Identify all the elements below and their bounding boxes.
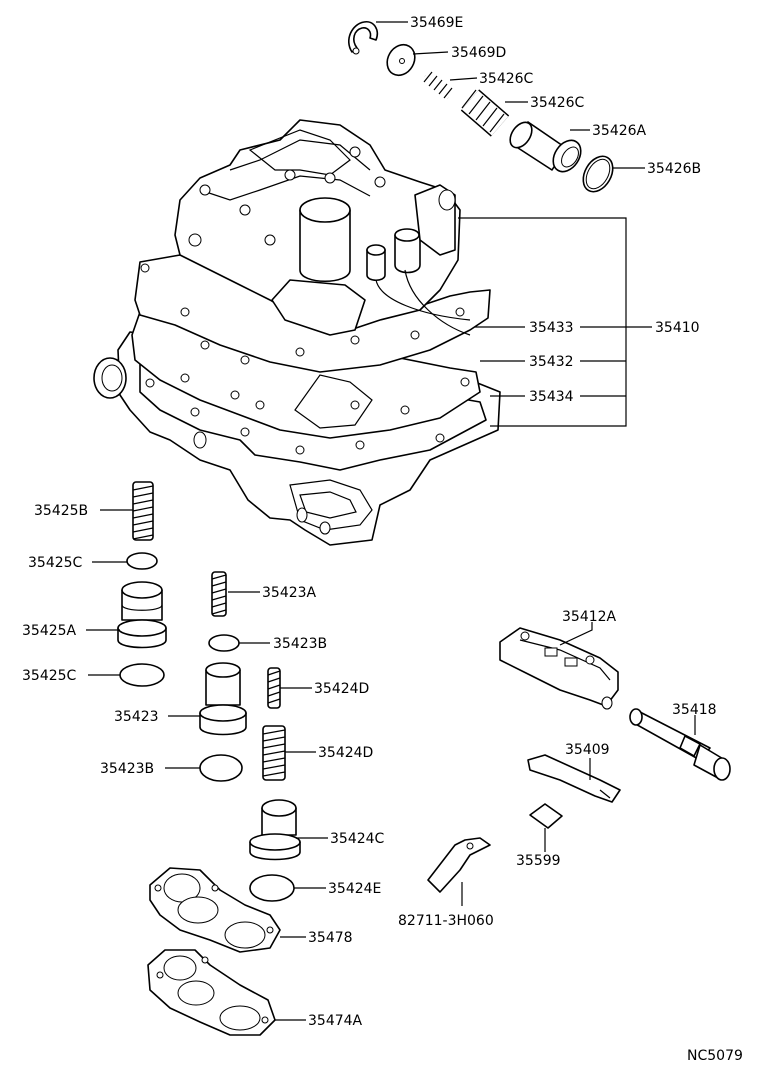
callout-35469E: 35469E <box>410 15 463 31</box>
callout-35599: 35599 <box>516 853 561 869</box>
callout-35410: 35410 <box>655 320 700 336</box>
callout-35434: 35434 <box>529 389 574 405</box>
piston-35423[interactable] <box>199 662 247 736</box>
retainer-plate-35469D[interactable] <box>382 40 421 81</box>
callout-35412A: 35412A <box>562 609 617 625</box>
spring-plate-35409[interactable] <box>527 754 621 803</box>
callout-35423B-upper: 35423B <box>273 636 327 652</box>
spring-35423A[interactable] <box>211 571 227 617</box>
callout-35425C-lower: 35425C <box>22 668 77 684</box>
o-ring-35423B-upper[interactable] <box>208 634 240 652</box>
cover-35474A[interactable] <box>147 949 276 1036</box>
callout-35426A: 35426A <box>592 123 647 139</box>
o-ring-35425C-lower[interactable] <box>119 663 165 687</box>
callout-35423B-lower: 35423B <box>100 761 154 777</box>
spring-35424D-large[interactable] <box>262 725 286 781</box>
o-ring-35424E[interactable] <box>249 874 295 902</box>
callout-35418: 35418 <box>672 702 717 718</box>
callout-35478: 35478 <box>308 930 353 946</box>
piston-35424C[interactable] <box>249 799 301 861</box>
callout-35433: 35433 <box>529 320 574 336</box>
plate-holes <box>140 263 470 455</box>
callout-35426B: 35426B <box>647 161 701 177</box>
callout-35469D: 35469D <box>451 45 506 61</box>
gasket-35478[interactable] <box>149 867 281 953</box>
callout-35425C-upper: 35425C <box>28 555 83 571</box>
callout-35474A: 35474A <box>308 1013 363 1029</box>
valve-body-assembly-35410[interactable] <box>93 119 501 546</box>
o-ring-35426B[interactable] <box>577 151 619 197</box>
callout-35423: 35423 <box>114 709 159 725</box>
snap-ring-35469E[interactable] <box>348 20 379 55</box>
valve-body-35412A[interactable] <box>499 627 619 710</box>
o-ring-35425C-upper[interactable] <box>126 552 158 570</box>
callout-35424C: 35424C <box>330 831 385 847</box>
leader-lines <box>86 21 696 1021</box>
callout-35424D-small: 35424D <box>314 681 369 697</box>
callout-35425B: 35425B <box>34 503 88 519</box>
spring-35426C-small[interactable] <box>421 71 453 102</box>
clip-35599[interactable] <box>529 803 563 829</box>
callout-35426C-large: 35426C <box>530 95 585 111</box>
callout-35425A: 35425A <box>22 623 77 639</box>
bracket-82711-3H060[interactable] <box>427 837 491 893</box>
callout-35409: 35409 <box>565 742 610 758</box>
o-ring-35423B-lower[interactable] <box>199 754 243 782</box>
valve-35418[interactable] <box>629 708 731 781</box>
accumulator-piston-35426A[interactable] <box>506 118 587 176</box>
callout-35424E: 35424E <box>328 881 381 897</box>
callout-35424D-large: 35424D <box>318 745 373 761</box>
callout-35432: 35432 <box>529 354 574 370</box>
spring-35425B[interactable] <box>132 481 154 541</box>
spring-35426C-large[interactable] <box>460 89 510 137</box>
bracket-35410 <box>458 217 652 427</box>
spring-35424D-small[interactable] <box>267 667 281 709</box>
piston-35425A[interactable] <box>117 581 167 649</box>
callout-82711-3H060: 82711-3H060 <box>398 913 494 929</box>
diagram-code: NC5079 <box>687 1048 743 1064</box>
callout-35423A: 35423A <box>262 585 317 601</box>
callout-35426C-small: 35426C <box>479 71 534 87</box>
